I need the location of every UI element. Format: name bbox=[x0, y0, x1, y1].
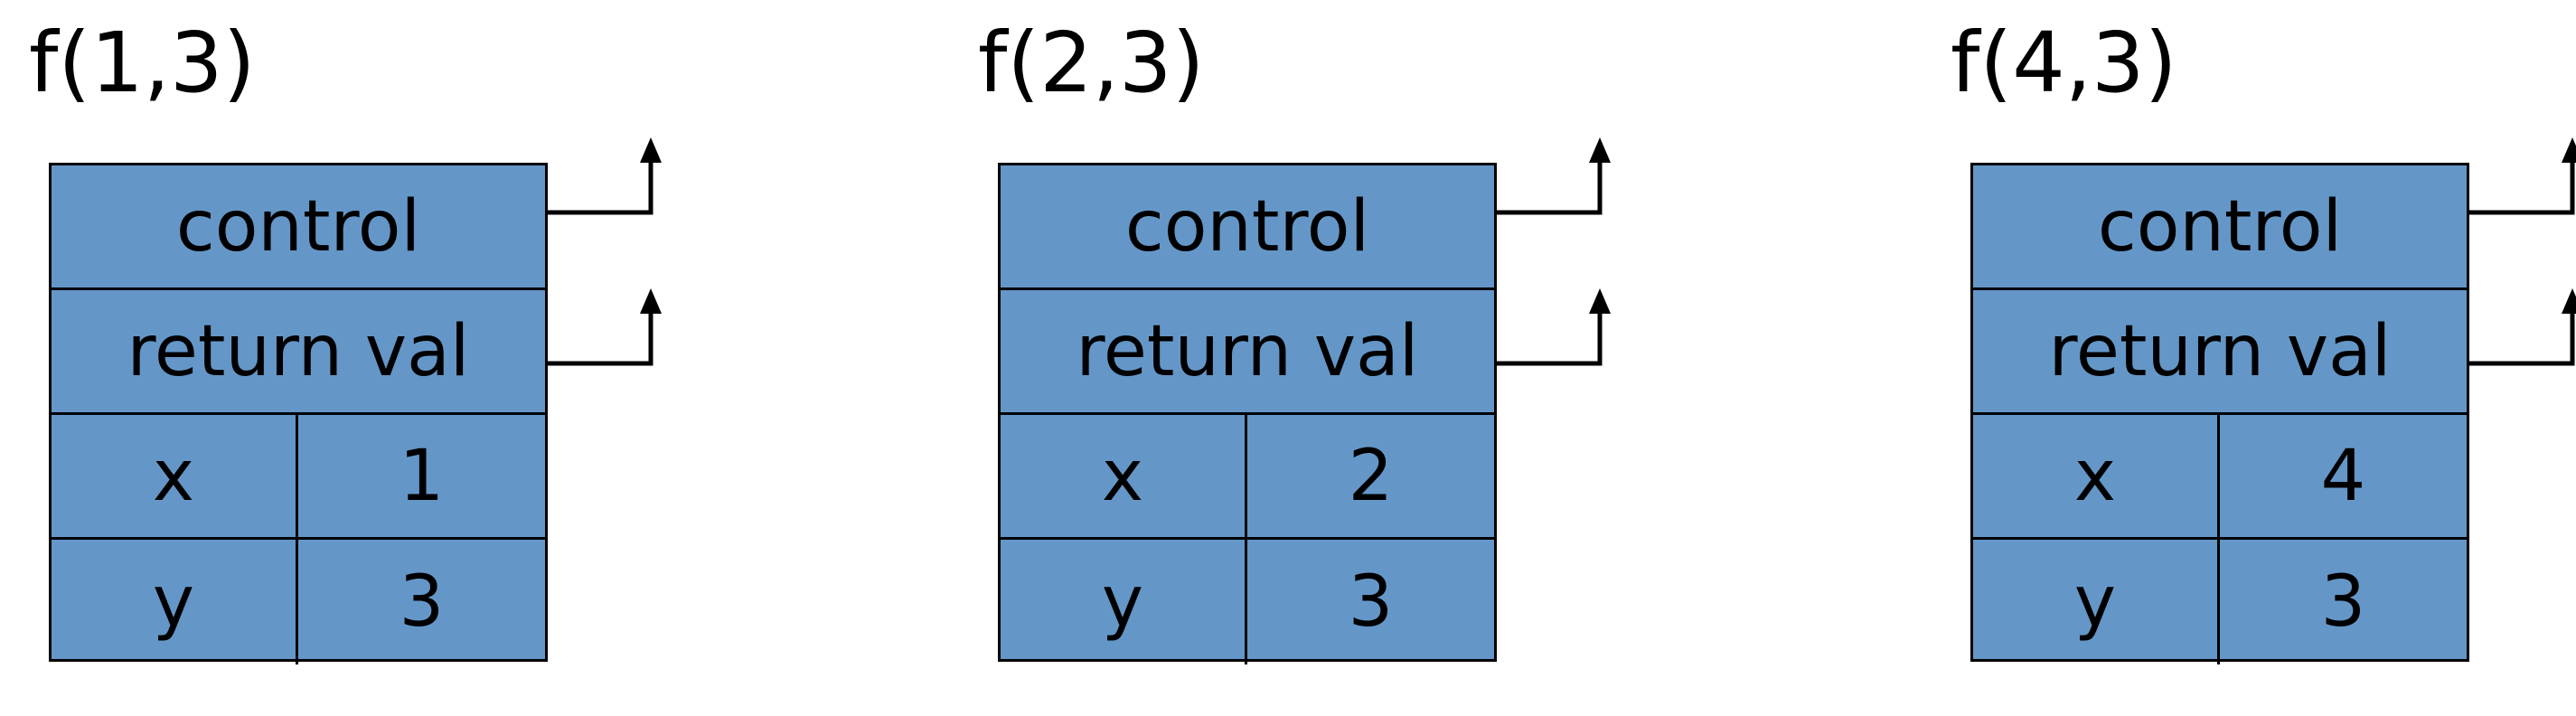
variable-value-y: 3 bbox=[399, 561, 445, 643]
control-link-arrow bbox=[2469, 137, 2576, 215]
activation-record: control return val x 2 y 3 bbox=[998, 163, 1497, 664]
return-link-arrow bbox=[2469, 288, 2576, 366]
variable-row-x: x 1 bbox=[52, 415, 545, 540]
variable-name-y: y bbox=[1001, 540, 1247, 664]
stack-frame-1: f(1,3) control return val x 1 y 3 bbox=[29, 0, 752, 716]
frame-title: f(1,3) bbox=[29, 14, 256, 111]
variable-row-x: x 2 bbox=[1001, 415, 1494, 540]
stack-frame-3: f(4,3) control return val x 4 y 3 bbox=[1951, 0, 2576, 716]
control-label: control bbox=[2097, 185, 2343, 268]
return-value-label: return val bbox=[2048, 310, 2392, 392]
activation-record: control return val x 1 y 3 bbox=[49, 163, 548, 664]
activation-record: control return val x 4 y 3 bbox=[1970, 163, 2469, 664]
variable-name-x: x bbox=[52, 415, 298, 537]
variable-value-x: 2 bbox=[1348, 435, 1394, 517]
control-row: control bbox=[1973, 165, 2467, 290]
variable-row-y: y 3 bbox=[1001, 540, 1494, 664]
variable-name-y: y bbox=[52, 540, 298, 664]
control-row: control bbox=[1001, 165, 1494, 290]
variable-row-y: y 3 bbox=[1973, 540, 2467, 664]
return-value-label: return val bbox=[1076, 310, 1419, 392]
variable-name-x: x bbox=[1973, 415, 2220, 537]
frame-title: f(4,3) bbox=[1951, 14, 2177, 111]
variable-value-x: 4 bbox=[2320, 435, 2366, 517]
variable-value-x: 1 bbox=[399, 435, 445, 517]
control-label: control bbox=[1124, 185, 1370, 268]
variable-row-y: y 3 bbox=[52, 540, 545, 664]
variable-value-y: 3 bbox=[2320, 561, 2366, 643]
variable-name-x: x bbox=[1001, 415, 1247, 537]
frame-title: f(2,3) bbox=[978, 14, 1205, 111]
return-value-row: return val bbox=[1001, 290, 1494, 415]
variable-value-y: 3 bbox=[1348, 561, 1394, 643]
return-link-arrow bbox=[1497, 288, 1611, 366]
return-link-arrow bbox=[548, 288, 662, 366]
stack-frame-2: f(2,3) control return val x 2 y 3 bbox=[978, 0, 1701, 716]
return-value-row: return val bbox=[52, 290, 545, 415]
return-value-row: return val bbox=[1973, 290, 2467, 415]
variable-name-y: y bbox=[1973, 540, 2220, 664]
control-link-arrow bbox=[1497, 137, 1611, 215]
control-label: control bbox=[175, 185, 421, 268]
control-link-arrow bbox=[548, 137, 662, 215]
control-row: control bbox=[52, 165, 545, 290]
variable-row-x: x 4 bbox=[1973, 415, 2467, 540]
return-value-label: return val bbox=[127, 310, 470, 392]
